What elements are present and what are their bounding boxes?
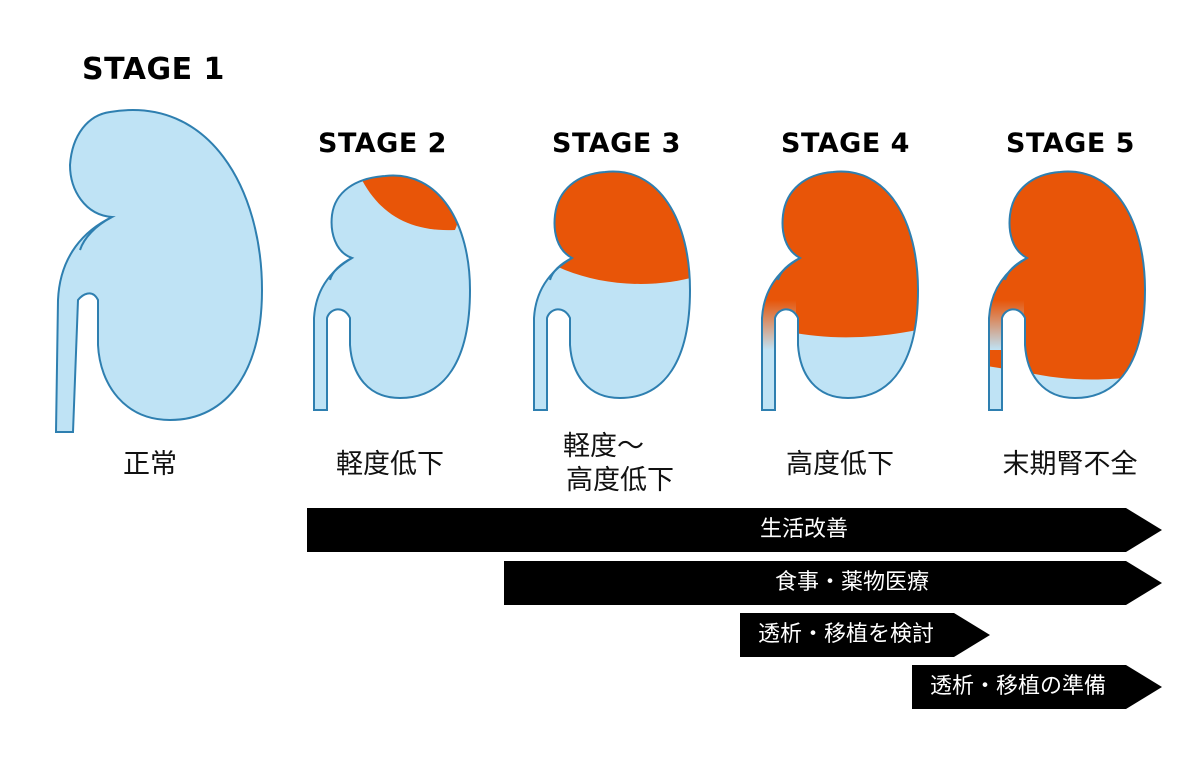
treatment-arrow-consider-dialysis <box>740 613 990 657</box>
treatment-label-consider-dialysis: 透析・移植を検討 <box>758 622 935 647</box>
stage-3-label-line-1: 軽度〜 <box>563 431 644 462</box>
treatment-arrow-prepare-dialysis <box>912 665 1162 709</box>
stage-3-label: 軽度〜 高度低下 <box>545 430 695 498</box>
stage-3-title: STAGE 3 <box>552 128 681 159</box>
kidney-stage-1 <box>54 109 264 433</box>
stage-5-label: 末期腎不全 <box>1002 449 1138 480</box>
treatment-label-lifestyle: 生活改善 <box>760 517 849 542</box>
kidney-stage-4 <box>761 170 920 411</box>
stage-5-title: STAGE 5 <box>1006 128 1135 159</box>
stage-2-title: STAGE 2 <box>318 128 447 159</box>
kidney-stage-3 <box>533 170 692 411</box>
treatment-label-diet-medication: 食事・薬物医療 <box>775 570 930 595</box>
treatment-label-prepare-dialysis: 透析・移植の準備 <box>930 674 1107 699</box>
kidney-stage-5 <box>988 170 1147 411</box>
treatment-arrow-diet-medication <box>504 561 1162 605</box>
treatment-arrow-lifestyle <box>307 508 1162 552</box>
kidney-stage-2 <box>313 174 472 411</box>
stage-1-title: STAGE 1 <box>82 52 225 87</box>
stage-3-label-line-2: 高度低下 <box>566 465 674 496</box>
stage-4-label: 高度低下 <box>786 449 894 480</box>
stage-4-title: STAGE 4 <box>781 128 910 159</box>
stage-2-label: 軽度低下 <box>336 449 444 480</box>
stage-1-label: 正常 <box>123 449 177 480</box>
